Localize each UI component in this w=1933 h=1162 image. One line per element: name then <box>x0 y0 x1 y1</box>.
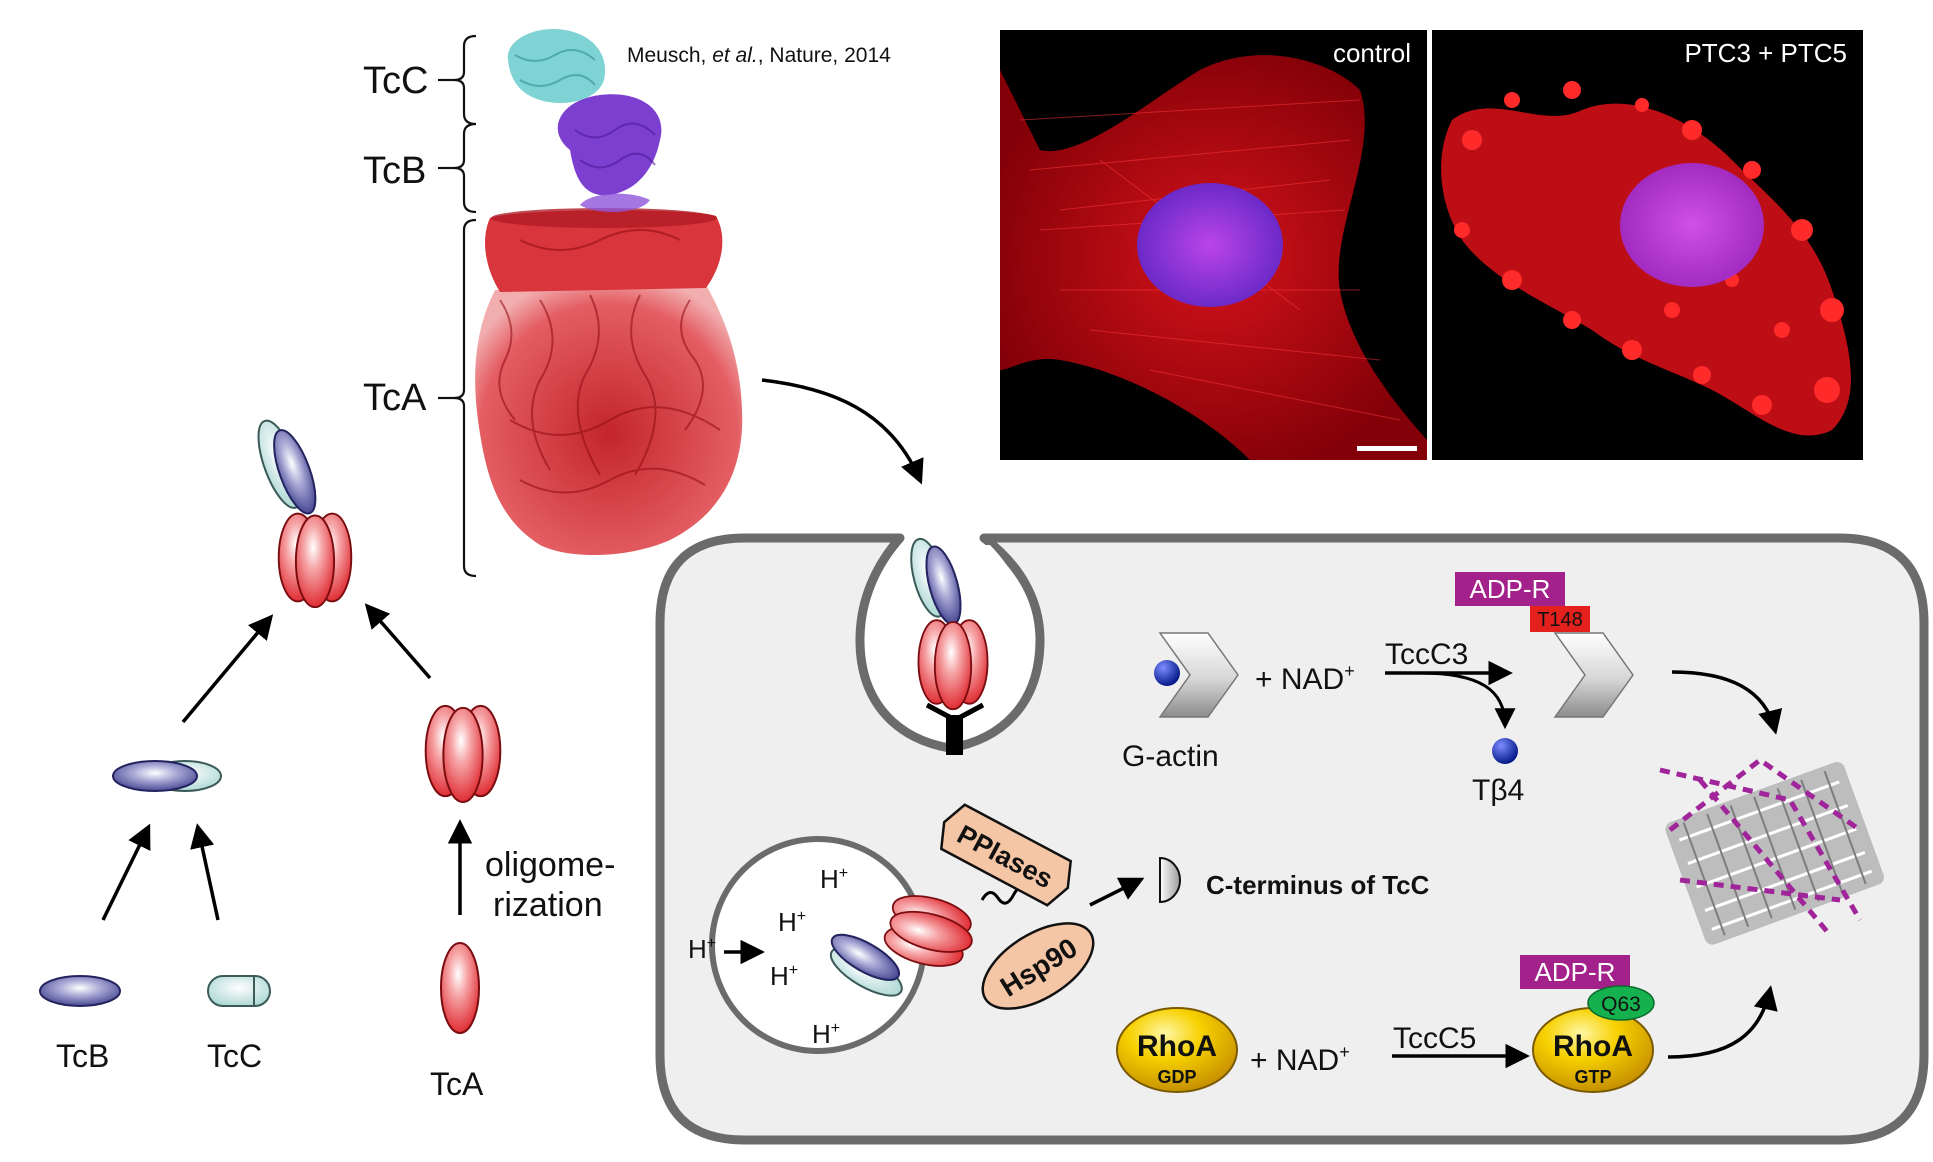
q63-tag <box>1587 985 1655 1021</box>
label-q63: Q63 <box>1601 993 1641 1016</box>
label-rhoa-gdp: RhoA <box>1137 1030 1217 1063</box>
tcb-tcc-complex <box>112 760 222 792</box>
label-c-terminus: C-terminus of TcC <box>1206 870 1430 900</box>
label-nad-1: + NAD+ <box>1255 661 1355 696</box>
tca-monomer <box>440 942 480 1034</box>
assembly-arrows <box>101 603 473 921</box>
label-assembly-tcc: TcC <box>207 1038 262 1074</box>
tcb-monomer <box>39 975 121 1007</box>
label-tccc3: TccC3 <box>1385 638 1468 671</box>
svg-text:H+: H+ <box>688 934 716 964</box>
label-gtp: GTP <box>1574 1067 1611 1087</box>
micrograph-control: control <box>1000 30 1427 460</box>
label-adpr-rhoa: ADP-R <box>1535 957 1616 987</box>
arrow-to-cell <box>761 378 924 485</box>
adpr-tag-rhoa <box>1520 955 1630 989</box>
label-tca: TcA <box>363 377 427 419</box>
rhoa-gdp-icon: RhoA GDP <box>1116 1007 1238 1093</box>
micrograph-ptc-image <box>1432 30 1863 460</box>
label-tccc5: TccC5 <box>1393 1022 1476 1055</box>
structure-brackets <box>438 34 477 578</box>
modified-actin-icon <box>1553 632 1634 718</box>
actin-aggregate-icon <box>1659 756 1884 945</box>
citation-text: Meusch, et al., Nature, 2014 <box>627 44 891 67</box>
label-gdp: GDP <box>1157 1067 1196 1087</box>
label-tcb: TcB <box>363 150 426 192</box>
label-t148: T148 <box>1537 609 1583 631</box>
label-oligomerization-2: rization <box>493 886 603 924</box>
micrograph-ptc-label: PTC3 + PTC5 <box>1684 38 1847 68</box>
proton-labels: H+ H+ H+ H+ H+ <box>688 864 848 1049</box>
label-g-actin: G-actin <box>1122 740 1219 773</box>
label-assembly-tcb: TcB <box>56 1038 109 1074</box>
tcc-monomer <box>207 975 271 1007</box>
label-rhoa-gtp: RhoA <box>1553 1030 1633 1063</box>
svg-text:H+: H+ <box>770 961 798 991</box>
micrograph-control-image <box>1000 30 1427 460</box>
toxin-in-invagination <box>910 537 989 755</box>
g-actin-icon <box>1154 632 1239 718</box>
t148-tag <box>1530 606 1590 632</box>
micrograph-ptc: PTC3 + PTC5 <box>1432 30 1863 460</box>
svg-text:H+: H+ <box>812 1019 840 1049</box>
tcb-tcc-tca-holotoxin-top <box>257 419 353 609</box>
c-terminus-icon <box>1159 856 1181 904</box>
svg-text:H+: H+ <box>778 907 806 937</box>
svg-text:H+: H+ <box>820 864 848 894</box>
protein-structure-image <box>475 29 743 556</box>
label-adpr-actin: ADP-R <box>1470 574 1551 604</box>
label-nad-2: + NAD+ <box>1250 1042 1350 1077</box>
adpr-tag-actin <box>1455 572 1565 606</box>
rhoa-gtp-icon: RhoA GTP <box>1532 1007 1654 1093</box>
tca-pentamer-middle <box>424 704 502 804</box>
thymosin-icon <box>1492 738 1518 764</box>
micrograph-control-label: control <box>1332 38 1411 68</box>
label-tb4: Tβ4 <box>1472 774 1524 807</box>
label-assembly-tca: TcA <box>430 1066 484 1102</box>
label-oligomerization-1: oligome- <box>485 846 615 884</box>
label-tcc: TcC <box>363 60 428 102</box>
